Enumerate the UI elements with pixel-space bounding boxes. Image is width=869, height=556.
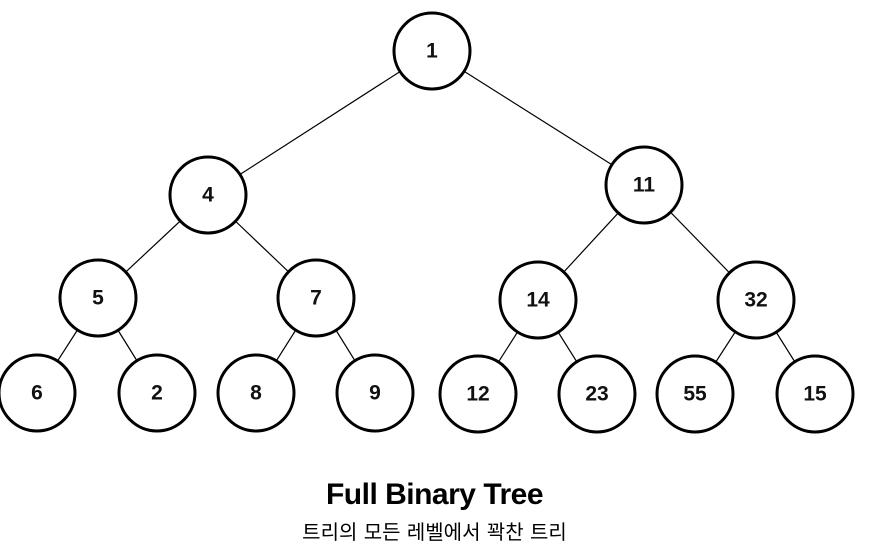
node-label: 6 <box>31 382 43 405</box>
tree-node-8: 8 <box>216 353 296 433</box>
tree-node-5: 5 <box>58 258 138 338</box>
node-label: 7 <box>310 287 322 310</box>
node-label: 15 <box>803 383 827 406</box>
tree-node-32: 32 <box>716 260 796 340</box>
node-label: 5 <box>92 287 104 310</box>
tree-node-6: 6 <box>0 353 77 433</box>
tree-node-23: 23 <box>557 354 637 434</box>
node-circle <box>335 353 415 433</box>
node-circle <box>168 155 248 235</box>
node-circle <box>716 260 796 340</box>
node-circle <box>276 258 356 338</box>
tree-node-9: 9 <box>335 353 415 433</box>
node-label: 14 <box>526 289 550 312</box>
node-circle <box>655 354 735 434</box>
tree-node-55: 55 <box>655 354 735 434</box>
node-label: 8 <box>250 382 262 405</box>
edge-n1-n11 <box>431 50 645 186</box>
tree-node-2: 2 <box>117 353 197 433</box>
tree-node-15: 15 <box>775 354 855 434</box>
node-label: 55 <box>683 383 707 406</box>
diagram-subtitle: 트리의 모든 레벨에서 꽉찬 트리 <box>302 520 567 544</box>
diagram-title: Full Binary Tree <box>325 478 544 511</box>
tree-node-1: 1 <box>392 11 472 91</box>
node-label: 9 <box>369 382 381 405</box>
tree-node-7: 7 <box>276 258 356 338</box>
tree-edges <box>36 50 816 395</box>
node-circle <box>604 145 684 225</box>
node-circle <box>498 260 578 340</box>
node-label: 12 <box>466 383 489 406</box>
tree-node-4: 4 <box>168 155 248 235</box>
node-label: 32 <box>744 289 767 312</box>
node-circle <box>58 258 138 338</box>
node-circle <box>438 354 518 434</box>
node-label: 2 <box>151 382 163 405</box>
edge-n1-n4 <box>207 50 433 196</box>
node-circle <box>117 353 197 433</box>
tree-node-14: 14 <box>498 260 578 340</box>
node-circle <box>216 353 296 433</box>
node-circle <box>557 354 637 434</box>
node-circle <box>0 353 77 433</box>
tree-node-12: 12 <box>438 354 518 434</box>
node-label: 1 <box>426 40 438 63</box>
tree-node-11: 11 <box>604 145 684 225</box>
node-label: 4 <box>202 184 214 207</box>
node-circle <box>775 354 855 434</box>
node-label: 23 <box>585 383 608 406</box>
node-circle <box>392 11 472 91</box>
node-label: 11 <box>633 174 656 197</box>
